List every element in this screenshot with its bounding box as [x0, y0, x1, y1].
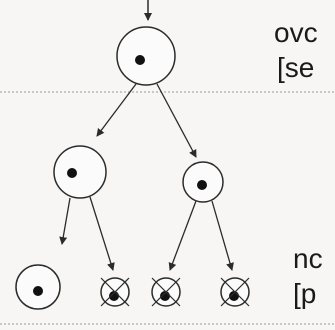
- granddaughter-cell-2-crossed: [100, 277, 130, 307]
- arrow-right-to-gd4: [211, 200, 234, 271]
- arrow-left-to-gd2: [89, 196, 115, 271]
- upper-label-line: ovc: [274, 17, 318, 48]
- parent-cell: [116, 26, 176, 86]
- parent-cell-nucleus: [135, 55, 145, 65]
- daughter-cell-right: [182, 161, 224, 203]
- granddaughter-1-nucleus: [33, 286, 43, 296]
- daughter-left-nucleus: [67, 168, 77, 178]
- daughter-cell-left: [53, 145, 107, 199]
- arrow-parent-to-left: [96, 83, 137, 137]
- granddaughter-cell-1: [15, 264, 61, 310]
- daughter-right-nucleus: [197, 180, 207, 190]
- granddaughter-cell-4-crossed: [220, 277, 250, 307]
- arrow-parent-to-right: [156, 83, 197, 158]
- lower-label-line: nc: [293, 243, 323, 274]
- arrow-left-to-gd1: [59, 197, 71, 245]
- lower-label-bracket: [p: [293, 278, 316, 309]
- upper-label-bracket: [se: [277, 52, 314, 83]
- arrow-right-to-gd3: [168, 200, 197, 271]
- granddaughter-cell-3-crossed: [151, 277, 181, 307]
